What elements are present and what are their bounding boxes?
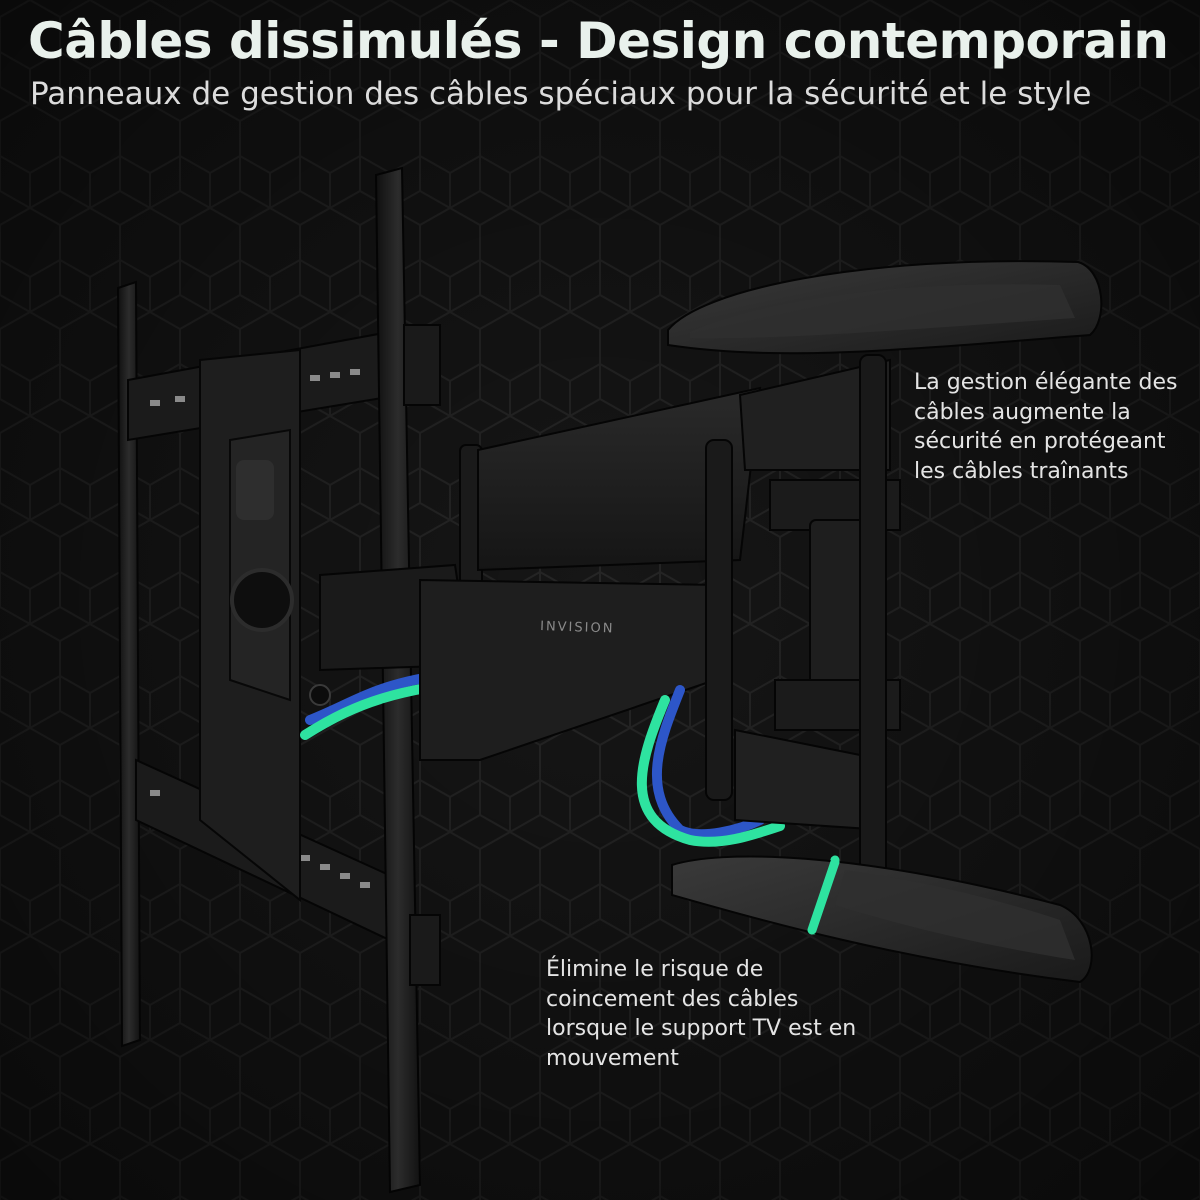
callout-pinch-prevention: Élimine le risque de coincement des câbl…: [546, 957, 857, 1071]
first-arm: INVISION: [319, 386, 762, 761]
top-vesa-pad: [667, 260, 1103, 355]
invision-logo: INVISION: [540, 619, 615, 637]
bottom-vesa-pad: [671, 855, 1093, 984]
wall-plate: [199, 348, 331, 903]
headline: Câbles dissimulés - Design contemporain: [28, 12, 1169, 70]
left-rail: [116, 280, 142, 1048]
callout-cable-management: La gestion élégante des câbles augmente …: [914, 370, 1178, 484]
subheadline: Panneaux de gestion des câbles spéciaux …: [30, 76, 1092, 112]
second-arm: [705, 354, 901, 876]
